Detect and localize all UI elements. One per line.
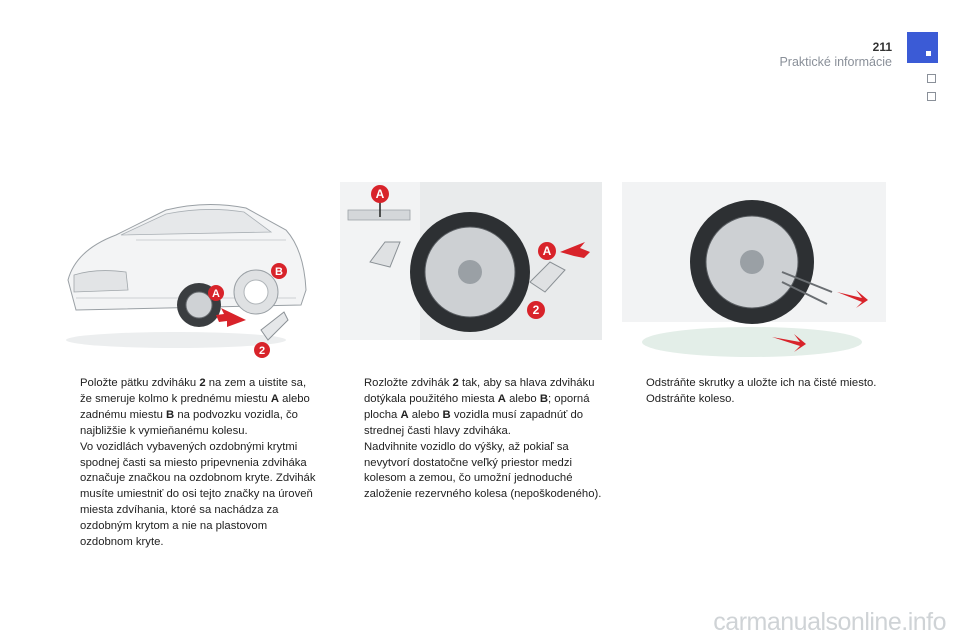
step-text: na podvozku vozidla, čo najbližšie k vym… xyxy=(80,408,298,437)
instruction-note: Vo vozidlách vybavených ozdobnými krytmi… xyxy=(80,440,316,549)
step-text: alebo xyxy=(505,392,540,405)
label-b: B xyxy=(275,266,283,278)
point-b-ref: B xyxy=(166,408,175,421)
label-2-jack: 2 xyxy=(533,303,540,317)
tab-dot xyxy=(926,51,931,56)
step-number: 2 xyxy=(199,377,206,389)
step-text: ; oporná plocha xyxy=(364,392,590,421)
label-a-right: A xyxy=(543,244,552,258)
page-number: 211 xyxy=(872,40,892,54)
chapter-tab-empty-2[interactable] xyxy=(927,92,936,101)
step-number: 2 xyxy=(452,377,459,389)
step-text: Odstráňte skrutky a uložte ich na čisté … xyxy=(646,377,877,389)
step-text: alebo xyxy=(408,408,443,421)
step-text: Odstráňte koleso. xyxy=(646,392,735,405)
step-text: vozidla musí zapadnúť do strednej časti … xyxy=(364,408,584,437)
car-jack-points-illustration: A B 2 xyxy=(56,180,316,360)
step-text: Položte pätku zdviháku xyxy=(80,377,200,389)
label-a-top: A xyxy=(376,187,385,201)
chapter-tab-active[interactable] xyxy=(907,32,938,63)
instruction-step: Nadvihnite vozidlo do výšky, až pokiaľ s… xyxy=(342,440,604,504)
jack-placement-illustration: A A 2 xyxy=(340,182,602,340)
step-text: tak, aby sa hlava zdviháku dotýkala použ… xyxy=(364,377,595,405)
step-text: na zem a uistite sa, že smeruje kolmo k … xyxy=(80,377,307,405)
point-b-ref: B xyxy=(442,408,451,421)
point-a-ref: A xyxy=(400,408,409,421)
point-a-ref: A xyxy=(497,392,506,405)
instruction-column-1: Položte pätku zdviháku 2 na zem a uistit… xyxy=(58,376,320,551)
instruction-step: Odstráňte skrutky a uložte ich na čisté … xyxy=(624,376,886,392)
instruction-step: Odstráňte koleso. xyxy=(624,392,886,408)
label-2: 2 xyxy=(259,345,265,357)
instruction-column-2: Rozložte zdvihák 2 tak, aby sa hlava zdv… xyxy=(342,376,604,503)
label-a: A xyxy=(212,288,220,300)
step-text: alebo zadnému miestu xyxy=(80,392,310,421)
instruction-step: Položte pätku zdviháku 2 na zem a uistit… xyxy=(58,376,320,440)
point-a-ref: A xyxy=(270,392,280,405)
wheel-removal-illustration xyxy=(622,182,886,362)
step-text: Rozložte zdvihák xyxy=(364,377,453,389)
section-title: Praktické informácie xyxy=(779,55,892,69)
step-text: Nadvihnite vozidlo do výšky, až pokiaľ s… xyxy=(364,440,602,501)
chapter-tab-empty-1[interactable] xyxy=(927,74,936,83)
instruction-column-3: Odstráňte skrutky a uložte ich na čisté … xyxy=(624,376,886,408)
instruction-step: Rozložte zdvihák 2 tak, aby sa hlava zdv… xyxy=(342,376,604,440)
watermark: carmanualsonline.info xyxy=(713,608,946,636)
point-b-ref: B xyxy=(539,392,549,405)
